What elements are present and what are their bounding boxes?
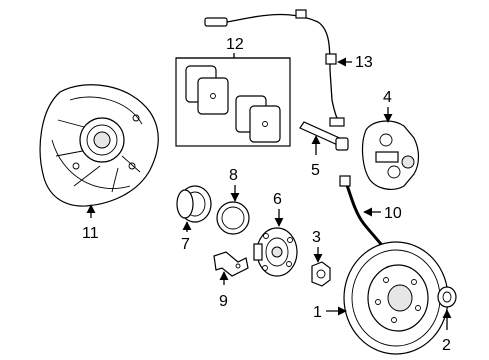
callout-13: 13	[355, 54, 373, 71]
brake-pad-set-1	[185, 65, 229, 115]
brake-rotor	[343, 241, 449, 355]
callout-10: 10	[384, 205, 402, 222]
callout-5: 5	[311, 162, 320, 179]
brake-pad-set-2	[235, 95, 281, 143]
callout-11: 11	[82, 225, 99, 242]
callout-4: 4	[383, 89, 392, 106]
dust-shield-part	[39, 84, 159, 207]
callout-1: 1	[313, 304, 322, 321]
callout-7: 7	[181, 236, 190, 253]
lug-nut	[311, 261, 331, 287]
wheel-bearing	[176, 185, 212, 223]
wear-sensor-wire	[204, 9, 345, 127]
callout-3: 3	[312, 229, 321, 246]
brake-pads-box	[175, 57, 291, 147]
callout-6: 6	[273, 191, 282, 208]
callout-12: 12	[226, 36, 244, 53]
snap-ring	[216, 201, 250, 235]
sensor-pin	[299, 121, 349, 151]
callout-9: 9	[219, 293, 228, 310]
callout-8: 8	[229, 167, 238, 184]
rotor-screw-cap	[437, 286, 457, 308]
wheel-hub	[253, 227, 298, 277]
callout-2: 2	[442, 337, 451, 354]
brake-caliper	[361, 120, 420, 190]
mounting-clip	[213, 251, 249, 277]
